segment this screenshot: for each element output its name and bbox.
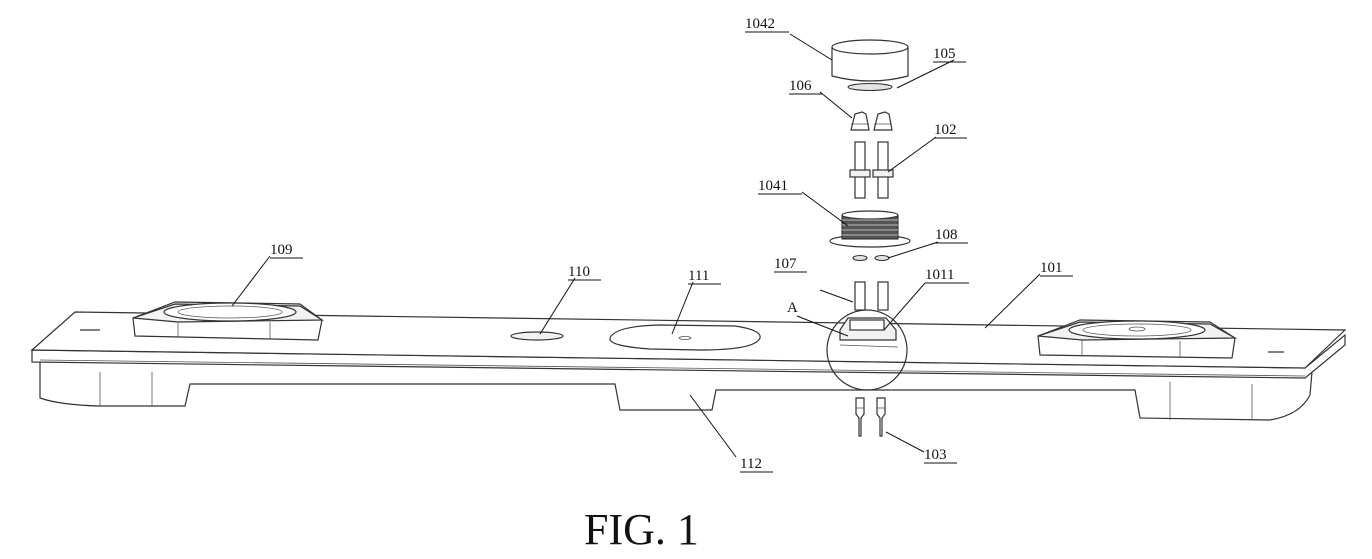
connectors-103 [856, 398, 885, 436]
label-103: 103 [924, 447, 947, 463]
label-1041: 1041 [758, 178, 788, 194]
label-112: 112 [740, 456, 762, 472]
left-pad [133, 302, 322, 340]
label-105: 105 [933, 46, 956, 62]
nozzles-106 [851, 112, 892, 130]
label-107: 107 [774, 256, 797, 272]
label-106: 106 [789, 78, 812, 94]
label-1042: 1042 [745, 16, 775, 32]
label-101: 101 [1040, 260, 1063, 276]
label-108: 108 [935, 227, 958, 243]
hole-110 [511, 332, 563, 340]
label-1011: 1011 [925, 267, 954, 283]
label-111: 111 [688, 268, 709, 284]
oval-window [610, 325, 760, 350]
cap-1042 [832, 40, 908, 81]
label-102: 102 [934, 122, 957, 138]
ring-105 [848, 84, 892, 91]
label-110: 110 [568, 264, 590, 280]
figure-caption: FIG. 1 [584, 505, 699, 554]
right-pad [1038, 320, 1235, 358]
label-a: A [787, 300, 798, 316]
tubes-107 [855, 282, 888, 310]
rings-108 [853, 256, 889, 261]
label-109: 109 [270, 242, 293, 258]
pins-102 [850, 142, 893, 198]
threaded-body-1041 [830, 211, 910, 247]
